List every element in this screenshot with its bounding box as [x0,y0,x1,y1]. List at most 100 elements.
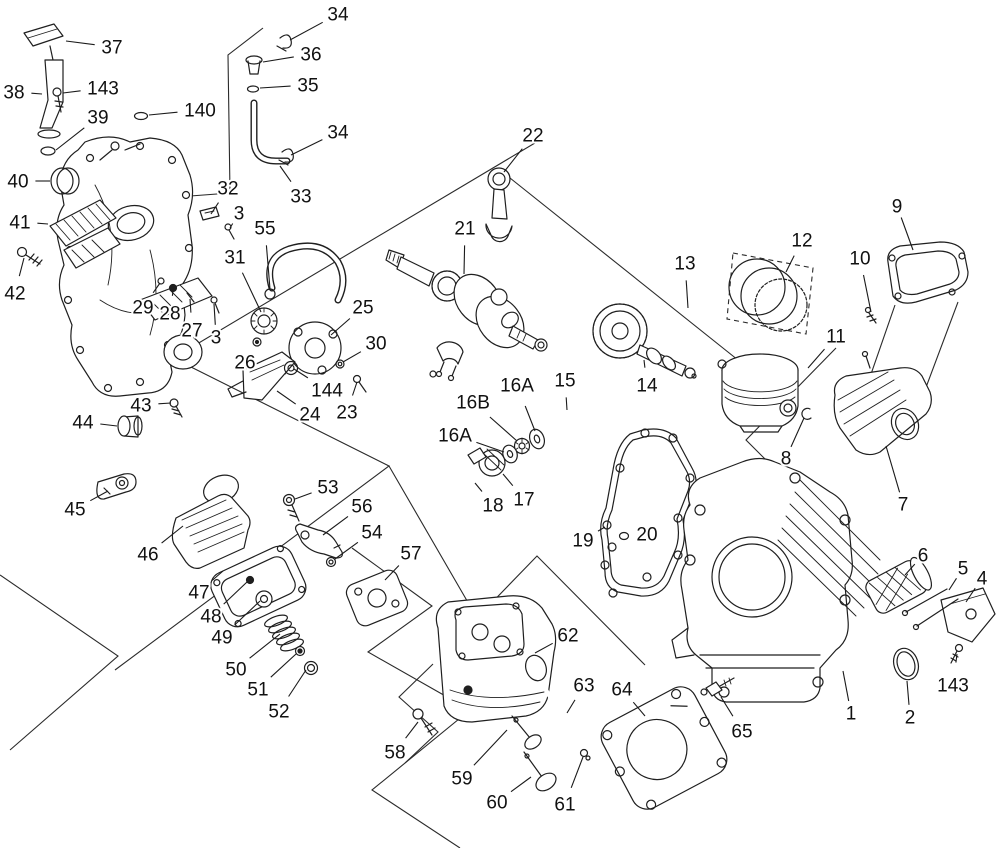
leader-line-36 [262,56,294,63]
part-label-62-62: 62 [557,626,578,647]
valve-cover-gasket-47 [210,545,307,628]
leader-line-11 [807,348,825,369]
leader-line-53 [294,492,312,500]
leader-line-19 [597,526,606,532]
o-ring-140 [133,111,149,121]
part-label-27-26: 27 [181,321,202,342]
leader-line-5 [948,578,957,591]
leader-line-21 [463,245,466,275]
part-label-60-71: 60 [486,793,507,814]
leader-line-52 [288,669,307,697]
part-label-33-11: 33 [290,187,311,208]
part-label-8-41: 8 [781,449,792,470]
ball-28 [168,283,178,293]
leader-line-24 [276,390,297,405]
valve-keeper-61 [579,748,591,761]
part-label-16A-32: 16A [500,376,534,397]
part-label-26-30: 26 [234,353,255,374]
part-label-35-3: 35 [297,76,318,97]
leader-line-34 [290,139,323,156]
leader-line-143 [955,653,958,663]
part-label-34-1: 34 [327,5,349,26]
part-label-58-69: 58 [384,743,405,764]
bolt-143-top [52,87,64,113]
leader-line-41 [37,222,49,225]
part-label-16A-40: 16A [438,426,472,447]
pushrod-63 [543,687,588,759]
leader-line-18 [474,482,483,492]
breather-pipe-33 [245,55,291,165]
leader-line-14 [643,359,646,368]
leader-line-27 [189,298,192,313]
leader-line-48 [223,581,248,605]
leader-line-60 [510,776,532,793]
part-label-15-31: 15 [554,371,575,392]
leader-line-64 [632,701,646,717]
part-label-6-53: 6 [918,546,929,567]
part-label-25-24: 25 [352,298,373,319]
part-label-50-59: 50 [225,660,246,681]
part-label-143-66: 143 [937,676,969,697]
valve-cover-9 [887,241,969,304]
part-label-24-38: 24 [299,405,321,426]
oil-seal-144 [283,360,299,376]
bolt-23 [352,374,367,393]
part-label-40-9: 40 [7,172,28,193]
leader-line-44 [100,423,118,427]
piston-pin-clip-8 [717,359,812,420]
leader-line-6 [904,563,916,576]
connecting-rod-22 [485,167,513,243]
part-label-19-50: 19 [572,531,593,552]
ball-29 [157,277,165,285]
part-label-4-55: 4 [977,569,988,590]
washer-16A-outer [528,428,546,450]
leader-line-30 [342,351,362,363]
valve-seal-52 [303,660,319,676]
leader-line-61 [570,756,584,788]
leader-line-8 [790,417,805,448]
part-label-29-23: 29 [132,298,153,319]
leader-line-49 [234,600,261,626]
leader-line-16B [489,416,518,442]
part-label-20-49: 20 [636,525,657,546]
cylinder-head-7 [833,350,932,456]
part-label-5-54: 5 [958,559,969,580]
oil-drain-bolt-65 [700,677,735,697]
crankshaft-21 [385,249,548,352]
rocker-arm-56 [294,523,343,559]
part-label-63-63: 63 [573,676,594,697]
head-gasket-64 [600,686,728,810]
leader-line-25 [330,318,351,336]
leader-line-12 [785,255,795,273]
part-label-17-44: 17 [513,490,534,511]
leader-line-47 [211,570,224,581]
intake-valve-59 [511,715,542,750]
leader-line-7 [885,445,901,493]
part-label-140-6: 140 [184,101,216,122]
oil-filter-6 [865,556,933,614]
oil-seal-cap-40 [50,167,80,195]
leader-line-51 [270,653,297,678]
part-label-18-45: 18 [482,496,503,517]
head-bolt-58 [412,708,436,736]
part-label-38-4: 38 [3,83,24,104]
part-label-3-28: 3 [211,328,222,349]
leader-line-38 [31,92,43,95]
leader-line-16A [524,405,536,432]
piston-rings-12 [728,258,808,332]
o-ring-2 [892,647,920,681]
exhaust-valve-60 [523,751,557,792]
leader-line-3 [213,303,216,325]
oil-dipstick-37-38 [23,23,64,156]
part-label-22-14: 22 [522,126,543,147]
part-label-37-0: 37 [101,38,122,59]
leader-line-31 [241,272,262,313]
cylinder-fins-left [49,199,213,370]
filter-bracket-4 [940,587,996,643]
leader-line-39 [55,127,85,151]
leader-line-35 [259,85,291,89]
pin-27 [186,292,195,303]
leader-line-55 [265,245,271,290]
camshaft-14 [592,303,697,379]
